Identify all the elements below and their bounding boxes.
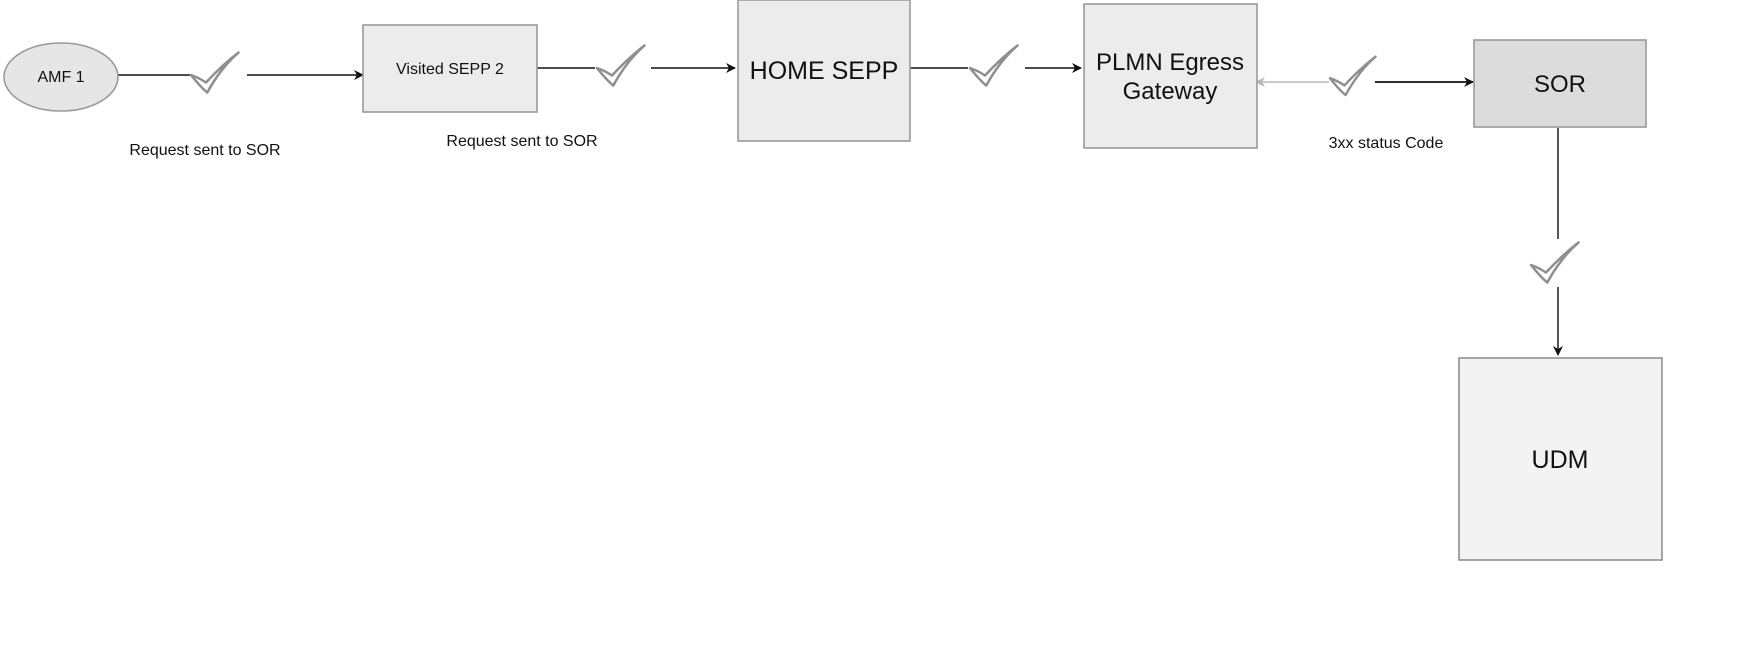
node-amf1-label: AMF 1 bbox=[37, 69, 84, 86]
node-sor-label: SOR bbox=[1534, 71, 1586, 98]
node-sor: SOR bbox=[1473, 39, 1647, 128]
node-plmn-egress-gateway: PLMN Egress Gateway bbox=[1083, 3, 1258, 149]
check-icon bbox=[1529, 241, 1580, 284]
node-home-sepp-label: HOME SEPP bbox=[750, 57, 899, 85]
node-home-sepp: HOME SEPP bbox=[737, 0, 911, 142]
check-icon bbox=[189, 51, 240, 94]
node-visited-sepp2-label: Visited SEPP 2 bbox=[396, 61, 504, 78]
check-icon bbox=[1328, 55, 1377, 97]
caption-egress-sor: 3xx status Code bbox=[1329, 135, 1444, 152]
caption-visited-to-home: Request sent to SOR bbox=[446, 133, 597, 150]
node-udm-label: UDM bbox=[1532, 446, 1589, 474]
check-icon bbox=[595, 44, 646, 87]
node-plmn-egress-label-line1: PLMN Egress bbox=[1096, 49, 1244, 76]
node-amf1: AMF 1 bbox=[3, 42, 119, 112]
node-udm: UDM bbox=[1458, 357, 1663, 561]
node-visited-sepp2: Visited SEPP 2 bbox=[362, 24, 538, 113]
check-icon bbox=[968, 44, 1019, 87]
caption-amf-to-visited: Request sent to SOR bbox=[129, 142, 280, 159]
node-plmn-egress-label-line2: Gateway bbox=[1123, 78, 1218, 105]
